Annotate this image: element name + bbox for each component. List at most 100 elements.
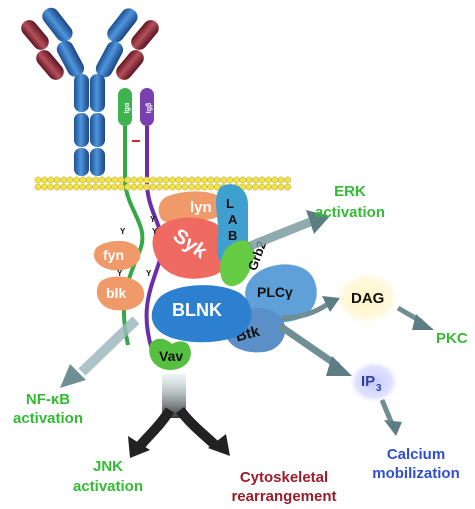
membrane-lipid-head [156, 183, 163, 191]
heavy-chain-segment [42, 7, 73, 42]
heavy-chain-segment [56, 40, 85, 77]
tyrosine-site: Y [117, 269, 123, 278]
membrane-lipid-head [98, 176, 106, 184]
membrane-lipid-head [137, 176, 144, 184]
membrane-lipid-head [41, 183, 48, 191]
heavy-chain-stem [90, 148, 105, 176]
membrane-lipid-head [213, 176, 221, 184]
membrane-lipid-head [271, 183, 279, 191]
membrane-lipid-head [271, 176, 279, 184]
membrane-lipid-head [79, 176, 87, 184]
membrane-lipid-head [117, 183, 125, 191]
blnk-label: BLNK [172, 300, 222, 320]
membrane-lipid-head [258, 183, 266, 191]
membrane-lipid-head [252, 183, 259, 191]
membrane-lipid-head [175, 176, 183, 184]
membrane-lipid-head [188, 176, 195, 184]
ig-alpha-label: Igα [124, 102, 131, 113]
calcium-label-line1: Calcium [387, 446, 445, 463]
arrow-to-ip3-head [326, 356, 352, 376]
lab-letter-a: A [228, 212, 238, 227]
heavy-chain-stem [90, 113, 105, 147]
cyto-label-line2: rearrangement [231, 488, 336, 505]
membrane-lipid-head [117, 176, 125, 184]
membrane-lipid-head [149, 176, 157, 184]
ip3-subscript: 3 [376, 383, 382, 394]
arrow-vav-trunk [162, 374, 186, 418]
heavy-chain-segment [107, 8, 138, 43]
outcome-labels: ERK activation PKC NF-κB activation JNK … [13, 183, 468, 505]
heavy-chain-segment [95, 41, 124, 78]
pkc-label: PKC [436, 330, 468, 347]
membrane-lipid-head [130, 183, 138, 191]
membrane-lipid-head [98, 183, 106, 191]
membrane-lipid-head [252, 176, 259, 184]
heavy-chain-stem [74, 113, 89, 147]
membrane-lipid-head [111, 176, 119, 184]
membrane-lipid-head [130, 176, 138, 184]
membrane-lipid-head [85, 183, 93, 191]
membrane-lipid-head [137, 183, 144, 191]
heavy-chain-stem [74, 74, 89, 112]
lyn-kinase [158, 191, 227, 223]
calcium-label-line2: mobilization [372, 465, 460, 482]
erk-label-line1: ERK [334, 183, 366, 200]
membrane-lipid-head [258, 176, 266, 184]
dag-glow [333, 270, 401, 326]
arrow-to-calcium [379, 399, 395, 425]
tyrosine-site: Y [150, 215, 156, 224]
plc-gamma-label: PLCγ [257, 284, 293, 300]
ig-alpha-head [118, 88, 132, 126]
membrane-lipid-head [156, 176, 163, 184]
membrane-lipid-head [149, 183, 157, 191]
membrane-lipid-head [66, 183, 74, 191]
dag-label: DAG [351, 290, 384, 307]
arrow-to-dag [281, 301, 330, 321]
arrow-to-cyto [176, 406, 220, 450]
membrane-lipid-head [111, 183, 119, 191]
membrane-lipid-head [34, 176, 42, 184]
membrane-lipid-head [265, 176, 272, 184]
membrane-lipid-head [239, 176, 247, 184]
light-chain-segment [36, 50, 64, 80]
membrane-lipid-head [73, 176, 80, 184]
arrow-to-erk-head [306, 210, 330, 234]
heavy-chain-stem [74, 148, 89, 176]
membrane-lipid-head [73, 183, 80, 191]
membrane-lipid-head [85, 176, 93, 184]
membrane-lipid-head [92, 183, 99, 191]
membrane-lipid-head [169, 183, 176, 191]
light-chain-segment [116, 50, 144, 80]
membrane-lipid-head [245, 176, 253, 184]
membrane-lipid-head [169, 176, 176, 184]
membrane-lipid-head [143, 176, 151, 184]
membrane-lipid-head [201, 183, 208, 191]
arrow-to-jnk [136, 407, 175, 450]
signaling-complex: lyn fyn blk Syk L A B Grb2 PLCγ Btk BLNK… [93, 184, 317, 370]
membrane-lipid-head [284, 176, 291, 184]
lab-letter-l: L [226, 196, 234, 211]
fyn-kinase [93, 240, 141, 271]
tyrosine-site: Y [120, 227, 126, 236]
vav-protein [149, 338, 191, 370]
lyn-label: lyn [190, 199, 212, 216]
ip3-glow [348, 360, 400, 404]
membrane-lipid-head [53, 183, 61, 191]
arrow-to-dag-head [322, 296, 340, 312]
membrane-lipid-head [194, 176, 202, 184]
arrow-to-cyto-head [208, 434, 230, 456]
arrow-to-erk [248, 217, 312, 251]
membrane-lipid-head [194, 183, 202, 191]
nfkb-label-line2: activation [13, 410, 83, 427]
membrane-lipid-head [188, 183, 195, 191]
cell-membrane [34, 176, 291, 191]
membrane-lipid-head [79, 183, 87, 191]
light-chain-segment [21, 20, 49, 50]
membrane-lipid-head [92, 176, 99, 184]
lab-letter-b: B [228, 228, 237, 243]
jnk-label-line1: JNK [93, 458, 123, 475]
jnk-label-line2: activation [73, 478, 143, 495]
membrane-lipid-head [105, 176, 112, 184]
syk-kinase [152, 217, 233, 279]
